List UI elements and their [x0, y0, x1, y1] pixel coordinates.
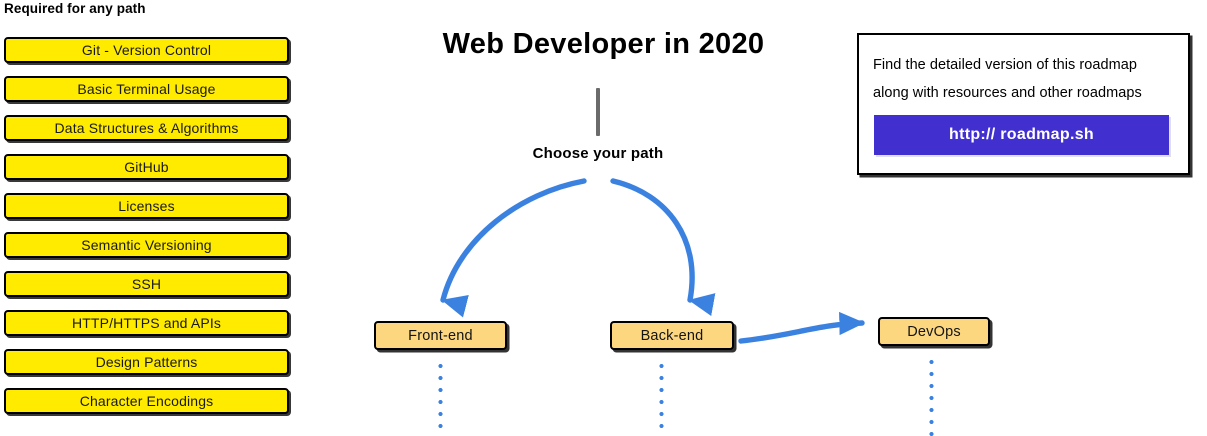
- path-box-frontend-label: Front-end: [408, 327, 473, 344]
- required-item-label: HTTP/HTTPS and APIs: [71, 315, 222, 331]
- info-box-line-1: Find the detailed version of this roadma…: [873, 57, 1138, 73]
- required-item[interactable]: Semantic Versioning: [4, 232, 289, 258]
- required-item-label: Licenses: [118, 198, 175, 214]
- required-item-label: GitHub: [124, 159, 169, 175]
- path-box-backend-label: Back-end: [640, 327, 704, 344]
- required-item[interactable]: GitHub: [4, 154, 289, 180]
- path-box-frontend[interactable]: Front-end: [374, 321, 507, 350]
- info-box-line-2: along with resources and other roadmaps: [873, 85, 1142, 101]
- required-item-label: Character Encodings: [79, 393, 214, 409]
- roadmap-url-button[interactable]: http:// roadmap.sh: [874, 115, 1169, 155]
- path-box-backend[interactable]: Back-end: [610, 321, 734, 350]
- arrow-to-frontend: [440, 178, 587, 318]
- required-item[interactable]: HTTP/HTTPS and APIs: [4, 310, 289, 336]
- choose-your-path-label: Choose your path: [532, 145, 664, 162]
- required-item-label: Semantic Versioning: [81, 237, 212, 253]
- required-item-label: Design Patterns: [95, 354, 198, 370]
- required-item[interactable]: Basic Terminal Usage: [4, 76, 289, 102]
- arrow-backend-to-devops: [738, 311, 865, 344]
- path-box-devops-label: DevOps: [907, 323, 961, 340]
- required-item[interactable]: Licenses: [4, 193, 289, 219]
- dotted-continuation-backend: [659, 360, 664, 436]
- required-item-label: Basic Terminal Usage: [77, 81, 216, 97]
- required-item[interactable]: Character Encodings: [4, 388, 289, 414]
- arrow-to-backend: [610, 178, 716, 316]
- required-item-label: Data Structures & Algorithms: [54, 120, 239, 136]
- title-stem-connector: [596, 88, 600, 136]
- required-section-heading: Required for any path: [4, 1, 146, 16]
- roadmap-url-button-label: http:// roadmap.sh: [949, 126, 1094, 143]
- info-box: Find the detailed version of this roadma…: [857, 33, 1190, 175]
- required-item[interactable]: Design Patterns: [4, 349, 289, 375]
- required-item[interactable]: Data Structures & Algorithms: [4, 115, 289, 141]
- required-item-label: Git - Version Control: [81, 42, 212, 58]
- dotted-continuation-frontend: [438, 360, 443, 436]
- required-item[interactable]: SSH: [4, 271, 289, 297]
- required-item-label: SSH: [131, 276, 162, 292]
- path-box-devops[interactable]: DevOps: [878, 317, 990, 346]
- dotted-continuation-devops: [929, 356, 934, 436]
- required-item[interactable]: Git - Version Control: [4, 37, 289, 63]
